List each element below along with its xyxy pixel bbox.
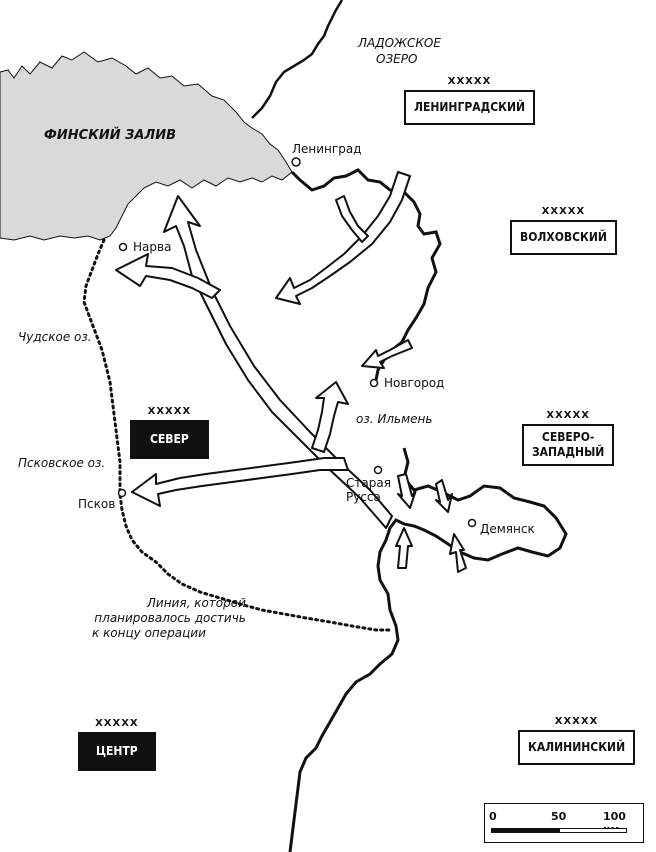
front-tsentr: XXXXX ЦЕНТР bbox=[78, 718, 156, 771]
gulf-of-finland bbox=[0, 51, 293, 241]
narva-marker bbox=[118, 242, 128, 252]
gulf-of-finland-label: ФИНСКИЙ ЗАЛИВ bbox=[44, 128, 176, 143]
front-label: ВОЛХОВСКИЙ bbox=[510, 220, 617, 255]
narva-label: Нарва bbox=[133, 240, 172, 254]
planned-line-note-line: Линия, которой bbox=[146, 596, 246, 610]
novgorod-label: Новгород bbox=[384, 376, 445, 390]
ladoga-shore bbox=[251, 0, 344, 119]
front-label-line: ЛЕНИНГРАДСКИЙ bbox=[414, 100, 526, 114]
arrow-demyansk-1 bbox=[397, 473, 417, 509]
arrow-novgorod-east bbox=[361, 339, 413, 369]
scale-tick-0: 0 bbox=[489, 810, 497, 823]
arrow-demyansk-3 bbox=[395, 527, 413, 569]
arrow-to-pskov bbox=[131, 457, 349, 507]
front-label-line: ВОЛХОВСКИЙ bbox=[520, 230, 607, 244]
front-label: КАЛИНИНСКИЙ bbox=[518, 730, 636, 765]
front-severo-zapadny: XXXXX СЕВЕРО- ЗАПАДНЫЙ bbox=[522, 410, 615, 466]
staraya-russa-marker bbox=[373, 465, 383, 475]
scale-segment-dark bbox=[491, 828, 559, 833]
front-label: ЛЕНИНГРАДСКИЙ bbox=[404, 90, 536, 125]
front-label: СЕВЕР bbox=[130, 420, 209, 459]
army-group-symbol: XXXXX bbox=[447, 76, 492, 87]
staraya-russa-label-1: Старая bbox=[346, 476, 391, 490]
front-kalininsky: XXXXX КАЛИНИНСКИЙ bbox=[518, 716, 636, 765]
arrow-leningrad-1 bbox=[275, 171, 411, 305]
pskov-marker bbox=[117, 488, 127, 498]
chudskoe-label: Чудское оз. bbox=[18, 330, 92, 344]
planned-line-note-line: планировалось достичь bbox=[94, 611, 246, 625]
front-label-line: ЗАПАДНЫЙ bbox=[532, 445, 605, 459]
arrow-to-novgorod bbox=[311, 381, 349, 453]
ladoga-label-line2: ОЗЕРО bbox=[376, 52, 418, 66]
front-label: СЕВЕРО- ЗАПАДНЫЙ bbox=[522, 424, 615, 466]
pskov-label: Псков bbox=[78, 497, 116, 511]
arrow-demyansk-2 bbox=[435, 479, 453, 513]
army-group-symbol: XXXXX bbox=[541, 206, 586, 217]
front-line bbox=[290, 168, 442, 381]
scale-segment-light bbox=[559, 828, 627, 833]
army-group-symbol: XXXXX bbox=[95, 718, 139, 729]
army-group-symbol: XXXXX bbox=[147, 406, 192, 417]
ladoga-label-line1: ЛАДОЖСКОЕ bbox=[358, 36, 441, 50]
planned-line-note-line: к концу операции bbox=[92, 626, 206, 640]
leningrad-label: Ленинград bbox=[292, 142, 362, 156]
front-label-line: КАЛИНИНСКИЙ bbox=[528, 740, 626, 754]
planned-line-note: Линия, которой планировалось достичь к к… bbox=[92, 596, 246, 641]
demyansk-label: Демянск bbox=[480, 522, 535, 536]
front-label-line: СЕВЕР bbox=[150, 432, 189, 446]
planned-line bbox=[82, 238, 392, 632]
arrow-to-narva bbox=[163, 195, 393, 529]
staraya-russa-label-2: Русса bbox=[346, 490, 381, 504]
front-volkhovsky: XXXXX ВОЛХОВСКИЙ bbox=[510, 206, 617, 255]
front-label: ЦЕНТР bbox=[78, 732, 156, 771]
front-label-line: ЦЕНТР bbox=[96, 744, 138, 758]
army-group-symbol: XXXXX bbox=[554, 716, 599, 727]
front-leningradsky: XXXXX ЛЕНИНГРАДСКИЙ bbox=[404, 76, 536, 125]
front-label-line: СЕВЕРО- bbox=[541, 430, 595, 444]
scale-tick-50: 50 bbox=[551, 810, 567, 823]
army-group-symbol: XXXXX bbox=[546, 410, 590, 421]
demyansk-marker bbox=[467, 518, 477, 528]
ilmen-label: оз. Ильмень bbox=[356, 412, 433, 426]
novgorod-marker bbox=[369, 378, 379, 388]
pskovskoe-label: Псковское оз. bbox=[18, 456, 106, 470]
front-sever: XXXXX СЕВЕР bbox=[130, 406, 209, 459]
arrow-leningrad-2 bbox=[335, 195, 369, 243]
scale-bar: 0 50 100 км bbox=[484, 803, 644, 843]
arrow-to-narva-west bbox=[115, 253, 221, 299]
front-line-south bbox=[288, 447, 568, 852]
leningrad-marker bbox=[291, 157, 301, 167]
arrow-demyansk-4 bbox=[449, 533, 467, 573]
